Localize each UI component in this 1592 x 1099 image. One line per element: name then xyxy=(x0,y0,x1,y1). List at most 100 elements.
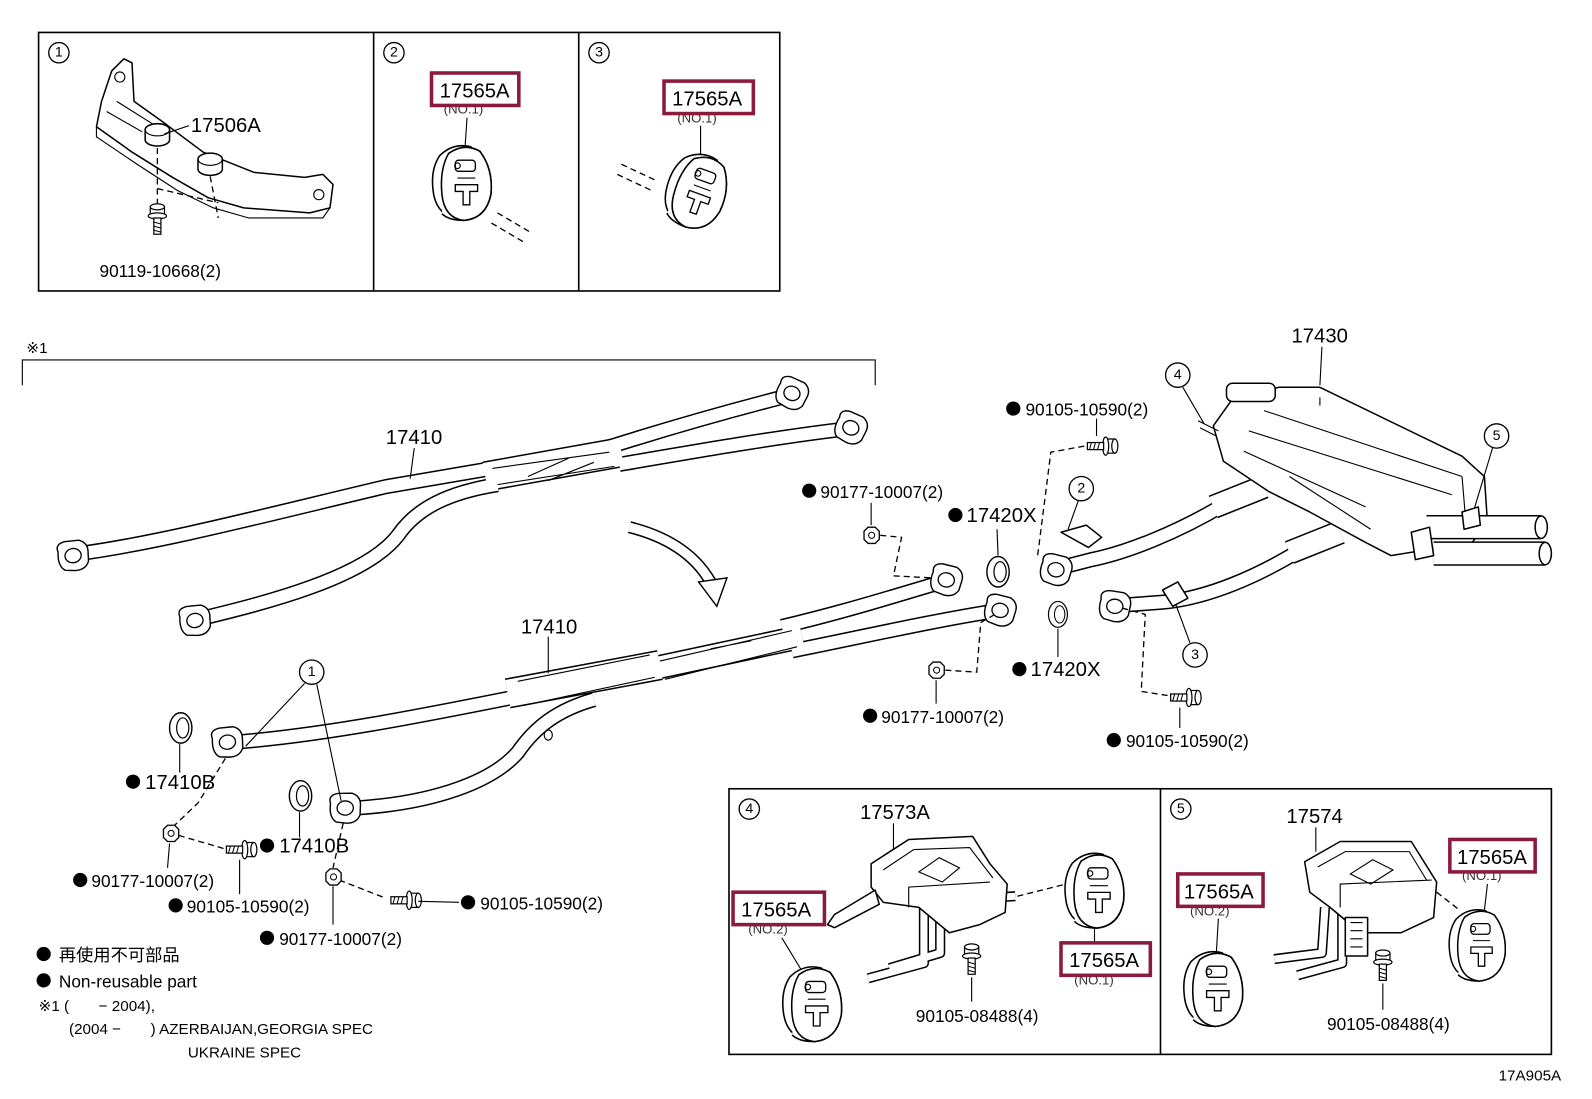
callout-number: 3 xyxy=(595,45,603,61)
bolt-icon xyxy=(225,839,258,860)
inset-5: 5 17574 (NO.2) 17565A (NO.1) xyxy=(1169,798,1537,1034)
rubber-hanger-icon xyxy=(1064,852,1125,929)
rubber-hanger-icon xyxy=(781,966,843,1043)
diagram-code: 17A905A xyxy=(1499,1068,1562,1085)
gasket-17410B-icon xyxy=(288,779,313,812)
part-label-17574[interactable]: 17574 xyxy=(1286,806,1342,828)
assembly-line xyxy=(174,758,387,899)
part-label-90105-08488[interactable]: 90105-08488(4) xyxy=(1327,1014,1450,1034)
bolt-icon xyxy=(961,943,982,975)
non-reusable-bullet xyxy=(1106,733,1121,748)
part-label-90105-10590[interactable]: 90105-10590(2) xyxy=(1025,400,1148,420)
non-reusable-bullet xyxy=(125,774,141,789)
non-reusable-bullet xyxy=(259,930,275,945)
non-reusable-bullet xyxy=(802,483,817,498)
front-pipe-after[interactable] xyxy=(209,561,1019,826)
variant-bracket xyxy=(21,359,876,386)
callout-4: 4 xyxy=(738,798,761,820)
front-pipe-before[interactable] xyxy=(54,373,872,639)
nut-icon xyxy=(325,868,342,886)
part-label-17565A[interactable]: 17565A xyxy=(1457,847,1527,869)
callout-number: 4 xyxy=(745,801,753,817)
part-label-17565A[interactable]: 17565A xyxy=(1069,950,1139,972)
highlighted-part-box[interactable]: 17565A xyxy=(1448,837,1537,874)
leader-line xyxy=(781,937,803,972)
inset-2: 2 (NO.1) 17565A xyxy=(383,41,533,244)
tail-pipe-assembly[interactable] xyxy=(1037,382,1551,624)
pipe-rod-hint xyxy=(617,163,657,192)
non-reusable-bullet xyxy=(73,872,88,888)
leader-line xyxy=(1215,918,1219,954)
callout-5-tail: 5 xyxy=(1473,423,1510,510)
part-label-90119-10668[interactable]: 90119-10668(2) xyxy=(100,261,221,281)
part-label-17573A[interactable]: 17573A xyxy=(860,802,930,824)
callout-5: 5 xyxy=(1169,798,1192,820)
top-insets-frame xyxy=(37,31,781,292)
bracket-17506A-drawing xyxy=(95,58,334,219)
callout-1: 1 xyxy=(48,41,70,64)
non-reusable-bullet xyxy=(460,895,476,910)
gasket-17420X-icon xyxy=(986,555,1010,588)
gasket-17420X-icon xyxy=(1047,600,1069,628)
bracket-17574-drawing xyxy=(1274,840,1438,975)
callout-3-tail: 3 xyxy=(1175,604,1208,668)
leader-line xyxy=(464,117,468,149)
bolt-icon xyxy=(390,890,422,911)
gasket-17410B-icon xyxy=(168,712,193,744)
part-label-17410B[interactable]: 17410B xyxy=(279,836,349,858)
bolt-icon xyxy=(147,203,168,235)
part-label-90177-10007[interactable]: 90177-10007(2) xyxy=(881,707,1004,727)
leader-line xyxy=(1483,884,1488,911)
legend-variant-note-line2: (2004 − ) AZERBAIJAN,GEORGIA SPEC xyxy=(69,1021,373,1038)
top-insets: 1 17506A 90119-10668(2) 2 xyxy=(37,31,781,292)
part-label-90177-10007[interactable]: 90177-10007(2) xyxy=(91,871,214,891)
part-label-17430[interactable]: 17430 xyxy=(1291,326,1347,348)
part-label-90105-10590[interactable]: 90105-10590(2) xyxy=(187,896,310,916)
part-label-17565A[interactable]: 17565A xyxy=(741,900,811,922)
part-label-90177-10007[interactable]: 90177-10007(2) xyxy=(820,482,943,502)
highlighted-part-box[interactable]: 17565A xyxy=(731,890,827,927)
inset-3: 3 (NO.1) 17565A xyxy=(588,41,756,238)
part-label-17565A[interactable]: 17565A xyxy=(440,80,510,102)
part-label-17565A[interactable]: 17565A xyxy=(1184,881,1254,903)
leader-line xyxy=(166,843,171,868)
highlighted-part-box[interactable]: 17565A xyxy=(429,71,521,108)
legend: 再使用不可部品 Non-reusable part ※1 ( − 2004), … xyxy=(36,945,373,1061)
part-label-17565A[interactable]: 17565A xyxy=(672,88,742,110)
inset-4: 4 17573A (NO.2) 17565A (NO.1) xyxy=(731,798,1153,1043)
part-label-17410-after[interactable]: 17410 xyxy=(521,617,577,639)
callout-number: 5 xyxy=(1177,801,1185,817)
leader-line xyxy=(1319,346,1323,386)
highlighted-part-box[interactable]: 17565A xyxy=(1059,941,1153,978)
highlighted-part-box[interactable]: 17565A xyxy=(662,79,756,116)
callout-number: 4 xyxy=(1174,367,1182,383)
legend-non-reusable-en: Non-reusable part xyxy=(59,971,197,991)
callout-number: 3 xyxy=(1191,647,1199,663)
callout-2-tail: 2 xyxy=(1067,475,1095,530)
part-label-90105-10590[interactable]: 90105-10590(2) xyxy=(1126,731,1249,751)
rubber-hanger-icon xyxy=(655,145,738,238)
part-label-17410B[interactable]: 17410B xyxy=(145,772,215,794)
part-label-90105-08488[interactable]: 90105-08488(4) xyxy=(916,1006,1039,1026)
callout-4-tail: 4 xyxy=(1164,362,1205,425)
legend-variant-note-line1: ※1 ( − 2004), xyxy=(39,998,155,1015)
highlighted-part-box[interactable]: 17565A xyxy=(1175,872,1265,909)
part-label-17420X[interactable]: 17420X xyxy=(967,505,1037,527)
assembly-line xyxy=(156,148,219,219)
bracket-17573A-drawing xyxy=(826,835,1015,978)
assembly-line xyxy=(1036,445,1168,697)
bolt-icon xyxy=(1373,949,1393,981)
nut-icon xyxy=(162,824,180,843)
leader-line xyxy=(164,125,190,135)
part-label-90177-10007[interactable]: 90177-10007(2) xyxy=(279,929,402,949)
part-label-17410-before[interactable]: 17410 xyxy=(386,427,442,449)
callout-2: 2 xyxy=(383,41,405,64)
non-reusable-bullet xyxy=(1006,401,1021,416)
part-label-17420X[interactable]: 17420X xyxy=(1031,659,1101,681)
non-reusable-bullet xyxy=(948,507,963,523)
assembly-line xyxy=(1436,891,1461,911)
rubber-hanger-icon xyxy=(1448,909,1507,982)
part-label-90105-10590[interactable]: 90105-10590(2) xyxy=(480,893,603,913)
transition-arrow-icon xyxy=(627,521,729,608)
part-label-17506A[interactable]: 17506A xyxy=(191,115,261,137)
